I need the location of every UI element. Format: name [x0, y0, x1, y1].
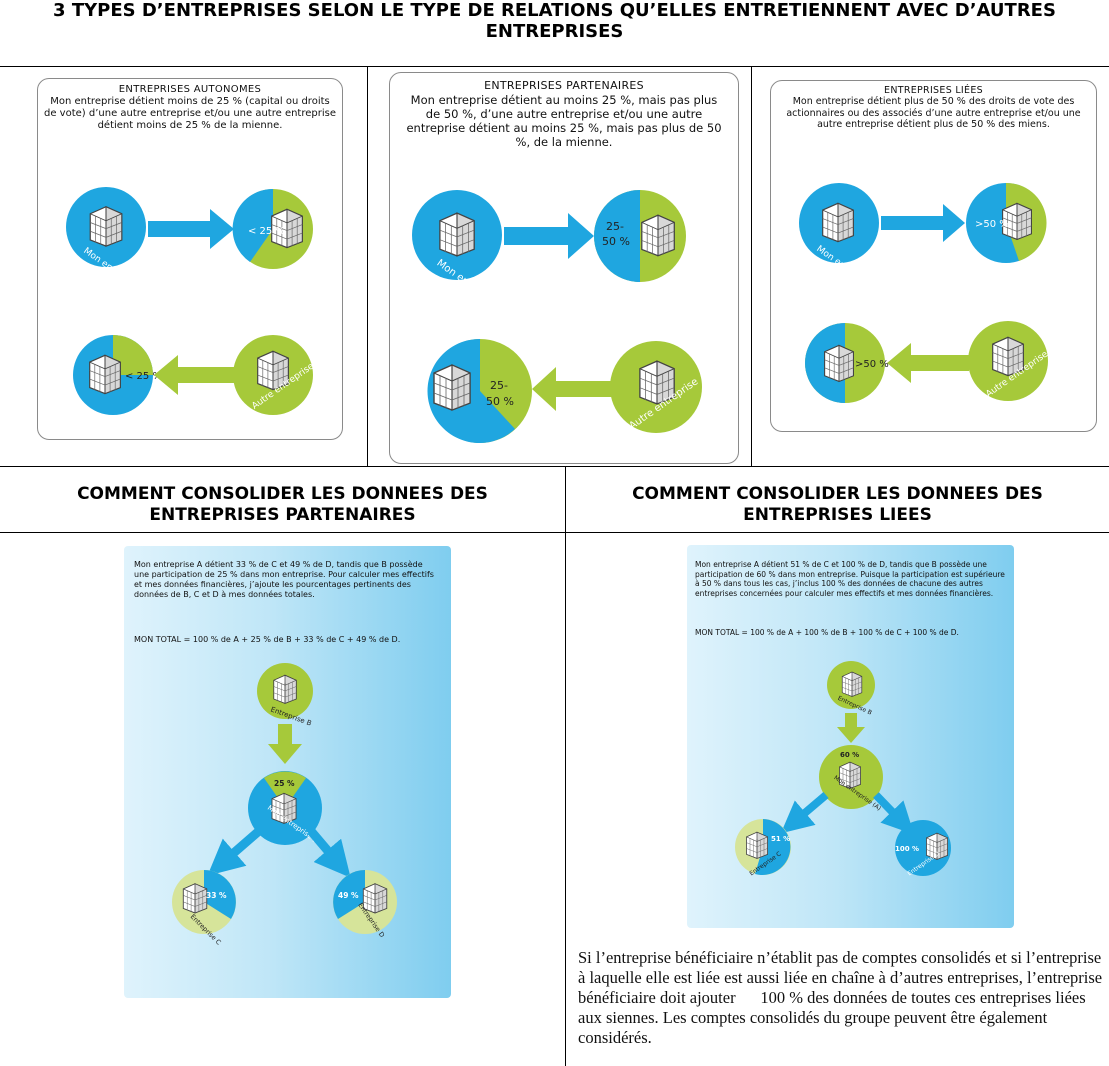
pct-label-1: 25-: [490, 379, 508, 392]
consolidation-panel-partenaires: Mon entreprise A détient 33 % de C et 49…: [124, 546, 451, 998]
pct-label: < 25 %: [125, 371, 162, 382]
card-description: Mon entreprise détient moins de 25 % (ca…: [44, 96, 336, 131]
section-heading-line: COMMENT CONSOLIDER LES DONNEES DES: [77, 484, 488, 504]
panel-text: Mon entreprise A détient 33 % de C et 49…: [134, 560, 434, 599]
card-description: Mon entreprise détient au moins 25 %, ma…: [406, 93, 722, 149]
consolidation-diagram: Entreprise B 25 % Mon entreprise (A) 33 …: [172, 663, 397, 947]
building-icon: [824, 344, 854, 382]
card-entreprises-liees: ENTREPRISES LIÉES Mon entreprise détient…: [770, 80, 1097, 432]
building-icon: [89, 354, 121, 395]
card-entreprises-partenaires: ENTREPRISES PARTENAIRES Mon entreprise d…: [389, 72, 739, 464]
share-wedge: [113, 335, 153, 375]
pct-label: 49 %: [338, 891, 359, 900]
table-divider: [751, 66, 752, 466]
pct-label: 25 %: [274, 779, 295, 788]
table-border-mid: [0, 532, 1109, 533]
table-border-mid: [0, 466, 1109, 467]
consolidation-panel-liees: Mon entreprise A détient 51 % de C et 10…: [687, 545, 1014, 928]
arrow-left-icon: [887, 343, 969, 383]
arrow-right-icon: [881, 204, 965, 242]
arrow-icon: [780, 791, 829, 834]
note-paragraph: Si l’entreprise bénéficiaire n’établit p…: [578, 948, 1107, 1047]
building-icon: [841, 671, 863, 697]
arrow-icon: [307, 828, 351, 878]
pct-label: >50 %: [975, 219, 1009, 230]
share-wedge: [333, 870, 365, 919]
pct-label-2: 50 %: [486, 395, 514, 408]
pct-label: < 25 %: [248, 226, 285, 237]
panel-text: Mon entreprise A détient 51 % de C et 10…: [695, 560, 1005, 598]
card-description: Mon entreprise détient plus de 50 % des …: [786, 96, 1081, 130]
building-icon: [641, 214, 675, 257]
pct-label: 33 %: [206, 891, 227, 900]
share-wedge: [755, 819, 791, 875]
share-wedge: [204, 870, 236, 919]
relation-diagram: Mon entreprise < 25 % < 25 % Autre entre…: [66, 187, 316, 415]
share-wedge: [833, 745, 869, 777]
building-icon: [433, 364, 471, 411]
building-icon: [439, 212, 475, 257]
card-title: ENTREPRISES LIÉES: [884, 85, 983, 96]
card-title: ENTREPRISES AUTONOMES: [118, 84, 262, 95]
relation-diagram: Mon entreprise 25- 50 % 25- 50 % Autre e…: [412, 190, 702, 443]
section-heading-line: ENTREPRISES PARTENAIRES: [149, 505, 416, 525]
relation-diagram: Mon entreprise >50 % >50 % Autre entrepr…: [799, 182, 1050, 403]
arrow-down-icon: [268, 724, 302, 764]
table-divider: [367, 66, 368, 466]
card-title: ENTREPRISES PARTENAIRES: [484, 79, 644, 92]
arrow-left-icon: [154, 355, 236, 395]
building-icon: [273, 674, 297, 704]
table-border-top: [0, 66, 1109, 67]
arrow-left-icon: [532, 367, 612, 411]
pct-label: 60 %: [840, 751, 859, 759]
pct-label-1: 25-: [606, 220, 624, 233]
building-icon: [746, 831, 768, 859]
share-wedge: [232, 188, 273, 262]
arrow-icon: [873, 792, 915, 835]
pct-label: 51 %: [771, 835, 790, 843]
table-divider: [565, 466, 566, 1066]
pct-label: 100 %: [895, 845, 919, 853]
building-icon: [822, 202, 854, 243]
pct-label: >50 %: [855, 359, 889, 370]
panel-total: MON TOTAL = 100 % de A + 25 % de B + 33 …: [134, 635, 401, 644]
section-heading-line: COMMENT CONSOLIDER LES DONNEES DES: [632, 484, 1043, 504]
consolidation-diagram: Entreprise B 60 % Mon entreprise (A) 51 …: [735, 661, 951, 877]
share-wedge: [594, 190, 640, 282]
arrow-down-icon: [837, 713, 865, 743]
building-icon: [89, 206, 123, 247]
share-wedge: [264, 771, 306, 808]
arrow-right-icon: [148, 209, 234, 249]
panel-total: MON TOTAL = 100 % de A + 100 % de B + 10…: [695, 628, 959, 637]
section-heading-line: ENTREPRISES LIEES: [743, 505, 932, 525]
page-title: 3 TYPES D’ENTREPRISES SELON LE TYPE DE R…: [53, 0, 1056, 42]
share-wedge: [427, 338, 515, 443]
building-icon: [182, 883, 208, 914]
arrow-icon: [207, 827, 262, 876]
card-entreprises-autonomes: ENTREPRISES AUTONOMES Mon entreprise dét…: [37, 78, 343, 440]
arrow-right-icon: [504, 213, 594, 259]
section-heading-liees: COMMENT CONSOLIDER LES DONNEES DES ENTRE…: [566, 484, 1109, 526]
section-heading-partenaires: COMMENT CONSOLIDER LES DONNEES DES ENTRE…: [0, 484, 565, 526]
pct-label-2: 50 %: [602, 235, 630, 248]
